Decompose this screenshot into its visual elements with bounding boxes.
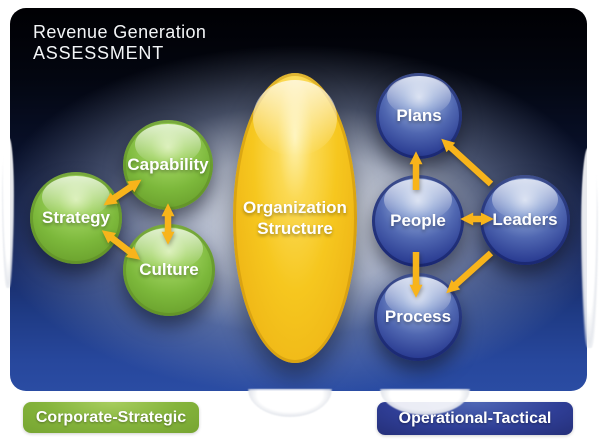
node-process: Process bbox=[374, 273, 462, 361]
legend-corporate-strategic: Corporate-Strategic bbox=[23, 402, 199, 433]
node-people: People bbox=[372, 175, 464, 267]
node-strategy-label: Strategy bbox=[41, 208, 111, 227]
legend-operational-tactical-label: Operational-Tactical bbox=[398, 409, 552, 427]
title-line-2: ASSESSMENT bbox=[33, 43, 165, 63]
node-capability-label: Capability bbox=[127, 155, 209, 174]
node-process-label: Process bbox=[384, 307, 452, 326]
node-leaders: Leaders bbox=[480, 175, 570, 265]
legend-corporate-strategic-label: Corporate-Strategic bbox=[35, 408, 187, 426]
splash-texture-bottom-center bbox=[248, 389, 332, 417]
page-title: Revenue Generation ASSESSMENT bbox=[33, 22, 206, 64]
arrow-leaders-plans bbox=[441, 138, 494, 187]
assessment-panel: Revenue Generation ASSESSMENT Strategy C… bbox=[10, 8, 587, 391]
legend-operational-tactical: Operational-Tactical bbox=[377, 402, 573, 435]
node-culture-label: Culture bbox=[139, 260, 199, 279]
arrow-leaders-process bbox=[446, 250, 494, 294]
node-capability: Capability bbox=[123, 120, 213, 210]
node-leaders-label: Leaders bbox=[492, 210, 558, 229]
node-culture: Culture bbox=[123, 224, 215, 316]
node-organization-structure-label: Organization Structure bbox=[243, 197, 347, 238]
title-line-1: Revenue Generation bbox=[33, 22, 207, 42]
node-plans: Plans bbox=[376, 73, 462, 159]
node-organization-structure: Organization Structure bbox=[233, 73, 357, 363]
node-strategy: Strategy bbox=[30, 172, 122, 264]
node-people-label: People bbox=[390, 211, 446, 230]
node-plans-label: Plans bbox=[396, 106, 442, 125]
